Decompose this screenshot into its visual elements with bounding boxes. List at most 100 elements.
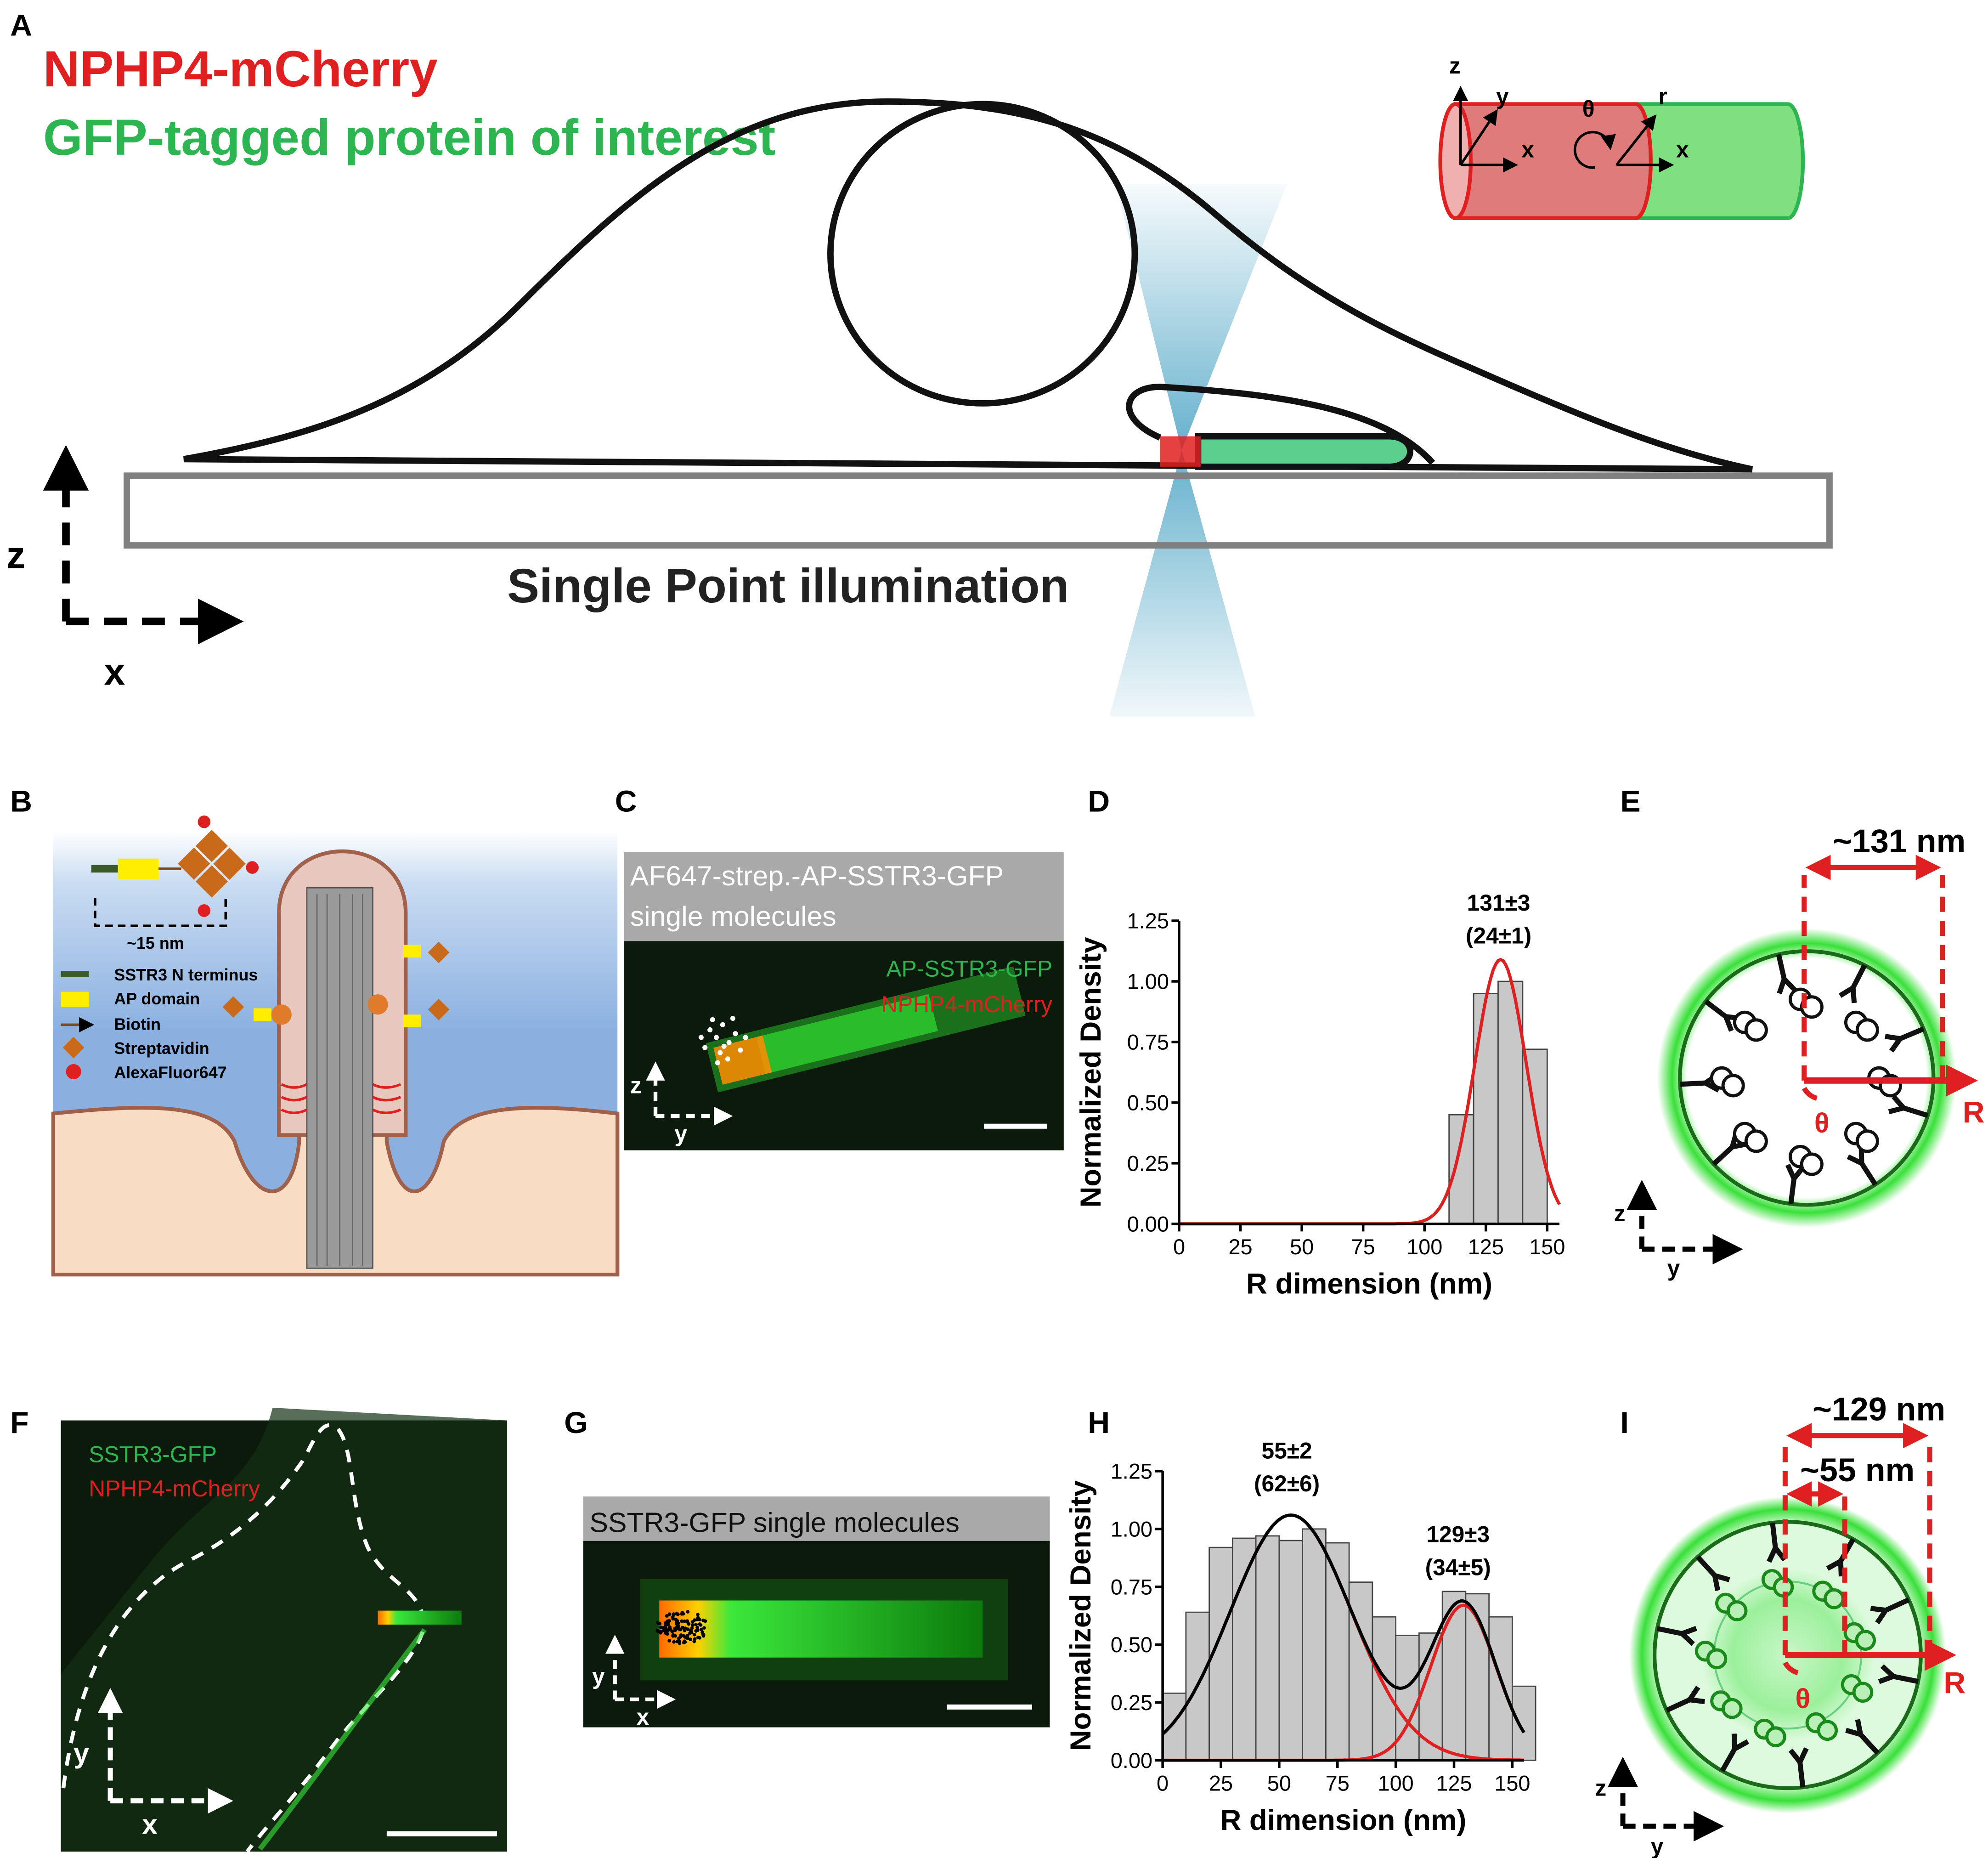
panel-f-axis-y-label: y — [73, 1738, 89, 1769]
molecule-circle — [1852, 1682, 1874, 1703]
localization-dot — [667, 1619, 671, 1623]
panel-g-caption: SSTR3-GFP single molecules — [589, 1507, 959, 1538]
localization-dot — [663, 1625, 667, 1629]
inset-y-axis — [1459, 109, 1498, 166]
localization-dot — [671, 1617, 675, 1621]
panel-i-distance-inner: ~55 nm — [1800, 1452, 1915, 1489]
panel-i-axis-z-label: z — [1595, 1775, 1606, 1801]
molecule-circle — [1726, 1600, 1748, 1621]
panel-h-bar-3 — [1231, 1537, 1257, 1761]
molecule-circle — [1800, 1152, 1824, 1176]
illumination-beam-lower — [1109, 450, 1255, 717]
axis-z-label: z — [6, 534, 25, 577]
y-shaped-linker — [1885, 1026, 1925, 1053]
localization-dot — [701, 1618, 705, 1622]
panel-f-label: F — [10, 1406, 28, 1440]
panel-a-title-red: NPHP4-mCherry — [43, 41, 438, 97]
localization-dot — [670, 1630, 674, 1633]
localization-dot — [667, 1639, 671, 1643]
panel-h-xtick-label-2: 50 — [1267, 1772, 1291, 1796]
inset-z-label: z — [1449, 53, 1461, 79]
panel-h-ylabel: Normalized Density — [1065, 1480, 1097, 1751]
localization-dot — [676, 1612, 680, 1616]
y-shaped-linker — [1720, 1733, 1750, 1773]
panel-i-theta-arc — [1783, 1661, 1799, 1676]
localization-dot — [694, 1622, 698, 1626]
panel-d-ytick-label-2: 0.50 — [1127, 1091, 1169, 1115]
legend-label-biotin: Biotin — [114, 1015, 161, 1033]
coordinate-inset: z y x θ r x — [1438, 53, 1805, 221]
ap-domain — [118, 858, 159, 879]
panel-g-cilium — [659, 1600, 983, 1658]
panel-h-bar-4 — [1255, 1535, 1280, 1761]
panel-b: B ~15 nm SSTR3 — [10, 785, 620, 1277]
localization-dot — [700, 1631, 704, 1634]
panel-e-label: E — [1621, 785, 1641, 819]
panel-h-xtick-label-3: 75 — [1326, 1772, 1350, 1796]
cylinder-red — [1453, 102, 1653, 221]
panel-a-title-green: GFP-tagged protein of interest — [43, 109, 776, 166]
panel-e: E ~131 nm R θ z y — [1614, 785, 1985, 1281]
panel-h-bar-10 — [1395, 1635, 1420, 1761]
localization-dot — [698, 1622, 702, 1626]
localization-dot — [662, 1628, 666, 1632]
localization-dot — [667, 1626, 672, 1630]
inset-x-label: x — [1521, 136, 1534, 162]
panel-h-ytick-label-2: 0.50 — [1111, 1633, 1152, 1657]
molecule-circle — [1824, 1588, 1845, 1609]
panel-f-legend-green: SSTR3-GFP — [89, 1442, 217, 1467]
localization-dot — [683, 1639, 686, 1643]
panel-h-annotation1-line2: (62±6) — [1254, 1471, 1320, 1496]
molecule-circle — [1855, 1129, 1879, 1153]
panel-c-legend-green: AP-SSTR3-GFP — [886, 956, 1052, 982]
panel-h-bar-9 — [1372, 1616, 1397, 1761]
panel-d-xtick-label-3: 75 — [1351, 1235, 1375, 1259]
panel-h-xlabel: R dimension (nm) — [1220, 1804, 1466, 1836]
localization-dot — [700, 1627, 703, 1631]
panel-c-axis-z-label: z — [630, 1072, 642, 1098]
panel-e-distance: ~131 nm — [1833, 823, 1965, 860]
ciliary-pocket — [1126, 384, 1435, 465]
panel-d-annotation-line1: 131±3 — [1467, 890, 1531, 916]
localization-dot — [667, 1612, 672, 1616]
panel-i-theta-label: θ — [1795, 1683, 1810, 1714]
panel-d-ytick-label-3: 0.75 — [1127, 1030, 1169, 1054]
panel-h-xtick-label-5: 125 — [1436, 1772, 1472, 1796]
y-shaped-linker — [1695, 1555, 1730, 1591]
localization-dot — [689, 1637, 692, 1641]
panel-c-axis-y-label: y — [674, 1121, 687, 1146]
y-shaped-linker — [1888, 1095, 1929, 1118]
localization-dot — [665, 1614, 669, 1618]
inset-x2-label: x — [1676, 136, 1689, 162]
y-shaped-linker — [1839, 964, 1867, 1003]
panel-f-axis-x-label: x — [142, 1808, 158, 1840]
distance-bracket — [94, 898, 227, 927]
panel-b-legend: SSTR3 N terminus AP domain Biotin Strept… — [61, 966, 258, 1082]
panel-h-bar-6 — [1302, 1528, 1327, 1761]
coverslip — [124, 472, 1833, 549]
axis-x-label: x — [104, 651, 125, 693]
localization-dot — [680, 1610, 684, 1614]
y-shaped-linker — [1878, 1664, 1919, 1684]
panel-e-r-label: R — [1963, 1095, 1985, 1129]
labeled-constructs — [222, 941, 450, 1027]
localization-dot — [674, 1627, 678, 1631]
panel-f-cilium — [378, 1610, 462, 1625]
localization-dot — [695, 1617, 699, 1621]
panel-h-ytick-label-0: 0.00 — [1111, 1749, 1152, 1773]
legend-label-sstr3: SSTR3 N terminus — [114, 966, 258, 984]
nucleus — [827, 101, 1138, 407]
localization-dot — [689, 1629, 693, 1632]
panel-i-axis-y-label: y — [1651, 1834, 1664, 1858]
cylinder-cap — [1438, 102, 1473, 221]
panel-h-ytick-label-3: 0.75 — [1111, 1575, 1152, 1599]
panel-d-ytick-label-5: 1.25 — [1127, 909, 1169, 933]
panel-c-cilium-signal — [706, 966, 1026, 1093]
panel-c-localizations — [698, 1016, 748, 1065]
panel-a: A NPHP4-mCherry GFP-tagged protein of in… — [6, 8, 1833, 717]
panel-i-circles — [1694, 1569, 1876, 1747]
panel-e-axis-y-label: y — [1667, 1255, 1680, 1281]
panel-h-ytick-label-4: 1.00 — [1111, 1517, 1152, 1541]
localization-dot — [672, 1640, 676, 1644]
